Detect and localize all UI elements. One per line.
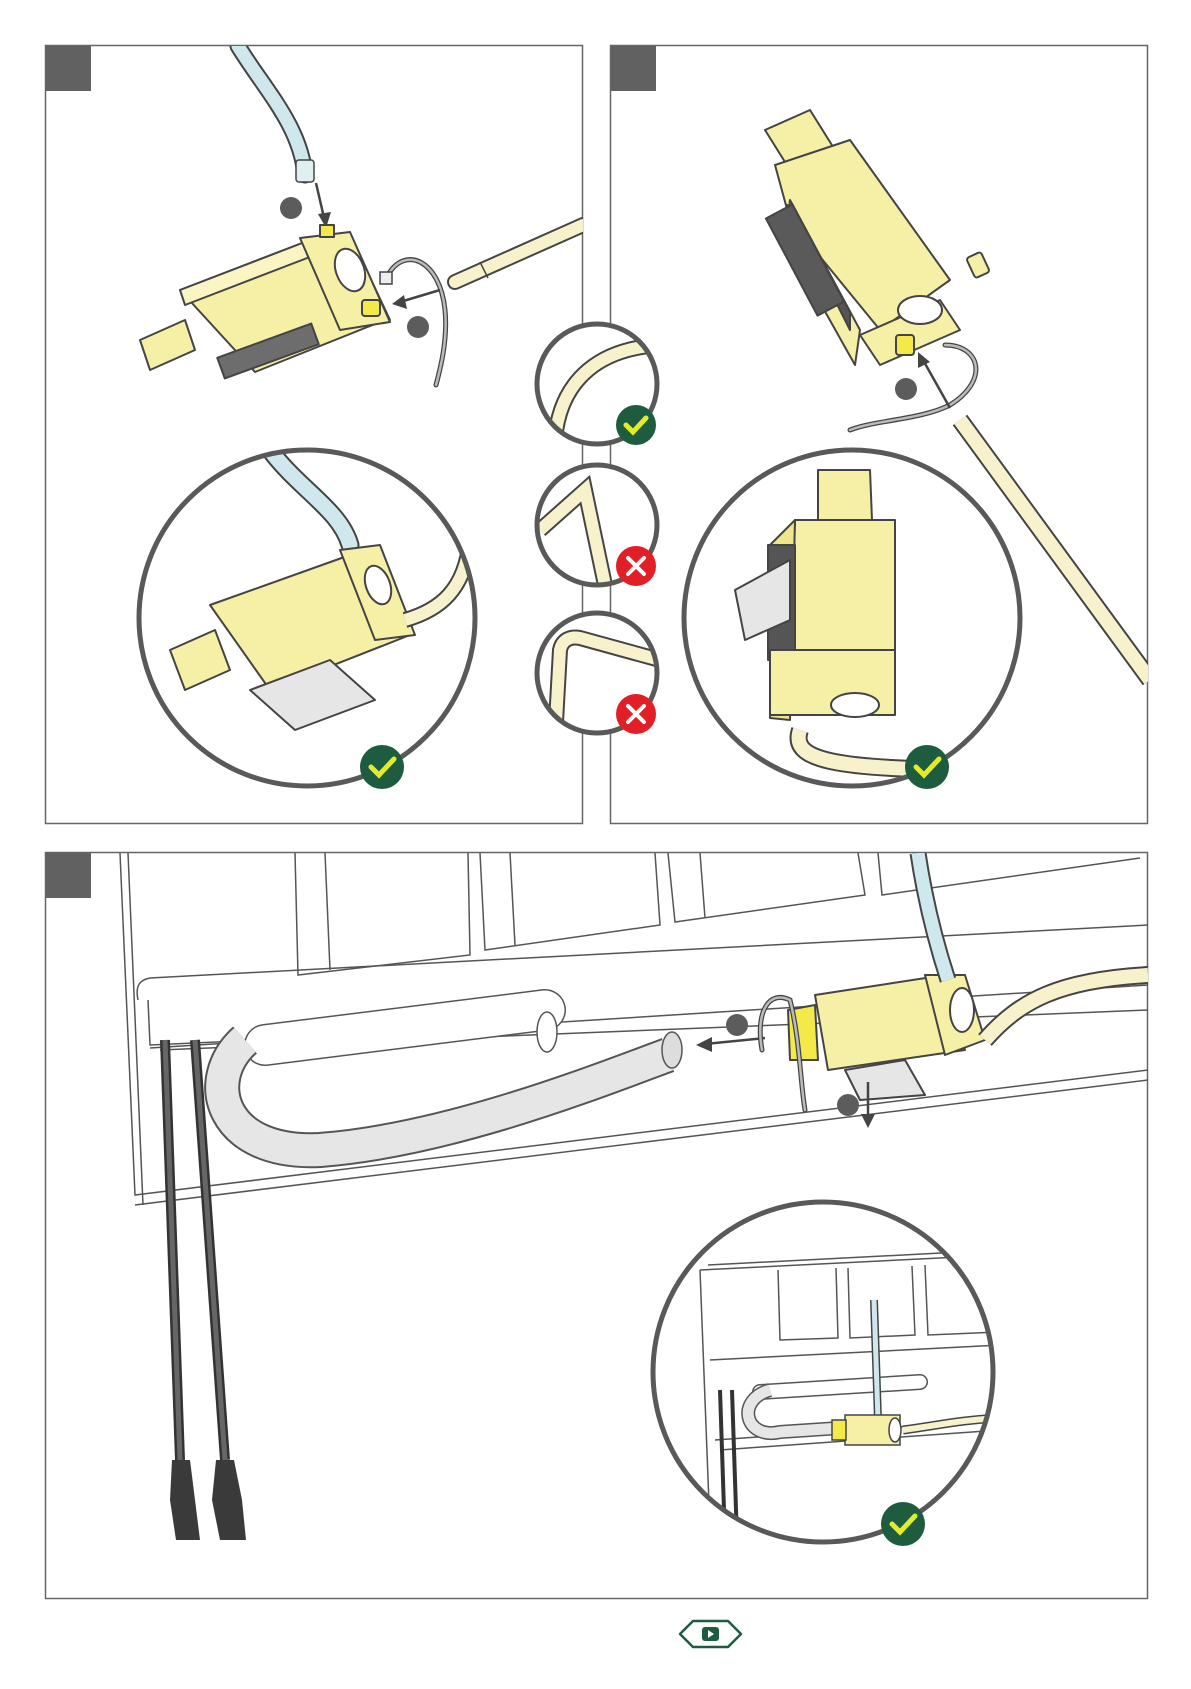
step-tab	[46, 853, 91, 898]
step-tab	[46, 46, 91, 91]
detail-circle-b	[684, 450, 1020, 789]
badge-ok	[360, 745, 404, 789]
step-marker	[407, 316, 429, 338]
panel-step-b	[611, 46, 1151, 824]
panel-step-a	[46, 46, 584, 824]
panel-step-c	[46, 853, 1149, 1599]
step-marker	[895, 378, 917, 400]
badge-ok	[881, 1502, 925, 1546]
step-marker	[280, 197, 302, 219]
step-marker	[837, 1094, 859, 1116]
badge-ok	[905, 745, 949, 789]
tube-bend-wrong-kink	[537, 465, 657, 586]
step-marker	[726, 1014, 748, 1036]
video-link-button[interactable]	[680, 1621, 741, 1647]
step-tab	[611, 46, 656, 91]
detail-circle-a	[139, 450, 475, 789]
